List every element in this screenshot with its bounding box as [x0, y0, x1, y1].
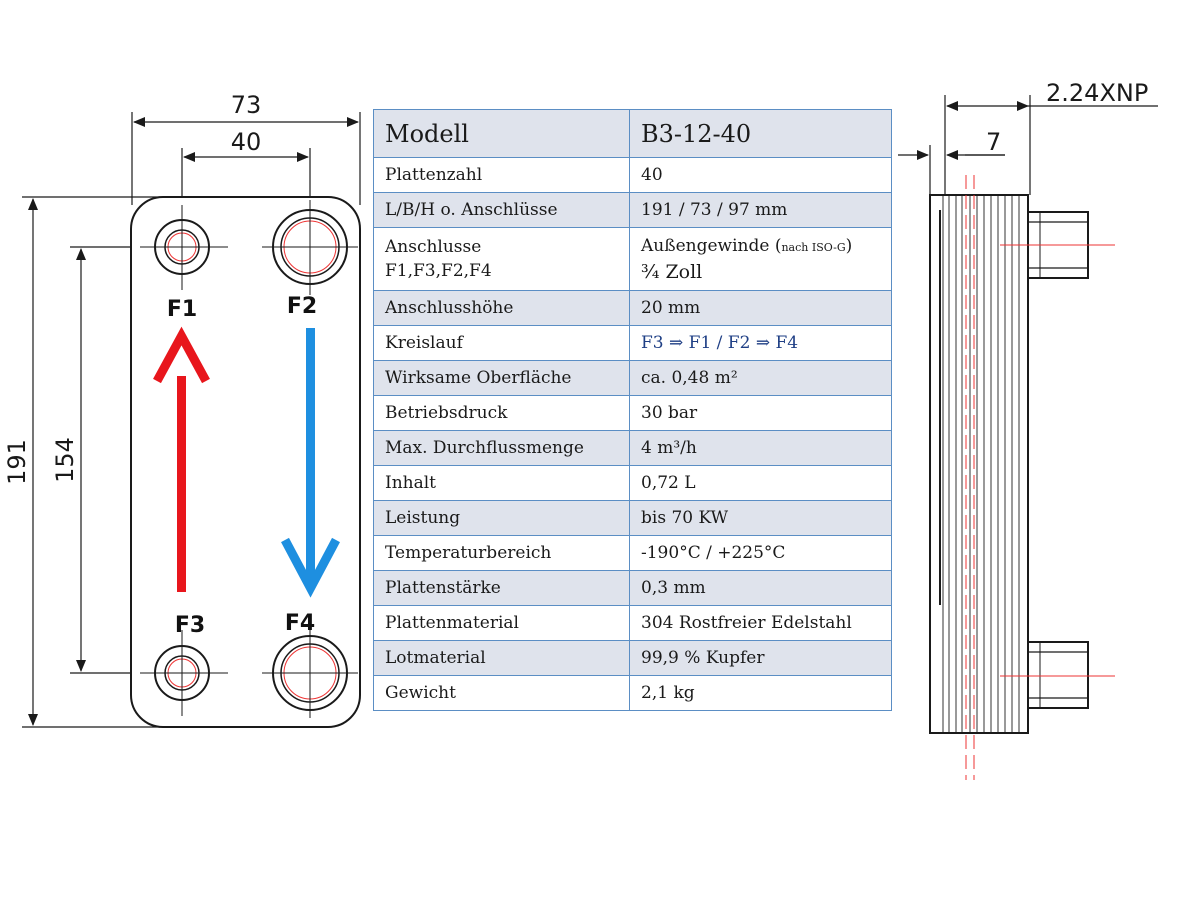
- spec-label: Plattenzahl: [373, 157, 630, 193]
- inflow-arrow: [153, 326, 210, 592]
- port-f4: [262, 628, 358, 718]
- spec-row: Plattenzahl 40: [373, 157, 892, 193]
- spec-value: 304 Rostfreier Edelstahl: [629, 605, 892, 641]
- plate-stack: [929, 175, 1029, 780]
- spec-row: Wirksame Oberfläche ca. 0,48 m²: [373, 360, 892, 396]
- plate-outline: [130, 196, 361, 728]
- spec-value: bis 70 KW: [629, 500, 892, 536]
- front-view-dimensions: [22, 112, 361, 728]
- spec-label: Gewicht: [373, 675, 630, 711]
- spec-row: Leistung bis 70 KW: [373, 500, 892, 536]
- spec-label: Anschlusshöhe: [373, 290, 630, 326]
- dim-height: 191: [3, 439, 31, 485]
- dim-port-spacing: 40: [231, 128, 262, 156]
- port-label-f2: F2: [287, 294, 317, 319]
- spec-label: Wirksame Oberfläche: [373, 360, 630, 396]
- spec-row: Betriebsdruck 30 bar: [373, 395, 892, 431]
- spec-value: 2,1 kg: [629, 675, 892, 711]
- spec-label: Temperaturbereich: [373, 535, 630, 571]
- side-view: 2.24XNP 7: [898, 79, 1158, 780]
- port-label-f4: F4: [285, 611, 315, 636]
- spec-label: Kreislauf: [373, 325, 630, 361]
- spec-value: 30 bar: [629, 395, 892, 431]
- spec-row: Inhalt 0,72 L: [373, 465, 892, 501]
- spec-value: B3-12-40: [629, 109, 892, 158]
- spec-value: 40: [629, 157, 892, 193]
- port-f3: [140, 630, 228, 716]
- spec-value-line1: Außengewinde: [641, 235, 770, 256]
- connector-top: [1000, 211, 1115, 279]
- spec-row: Gewicht 2,1 kg: [373, 675, 892, 711]
- spec-value: -190°C / +225°C: [629, 535, 892, 571]
- side-dim-thread: 2.24XNP: [1046, 79, 1148, 107]
- spec-value: 0,3 mm: [629, 570, 892, 606]
- spec-label: L/B/H o. Anschlüsse: [373, 192, 630, 228]
- spec-row-connections: Anschlusse F1,F3,F2,F4 Außengewinde (nac…: [373, 227, 892, 291]
- spec-value: 4 m³/h: [629, 430, 892, 466]
- spec-row: Max. Durchflussmenge 4 m³/h: [373, 430, 892, 466]
- dim-width: 73: [231, 91, 262, 119]
- spec-row: Anschlusshöhe 20 mm: [373, 290, 892, 326]
- spec-label: Lotmaterial: [373, 640, 630, 676]
- outflow-arrow: [281, 328, 340, 598]
- spec-label: Anschlusse F1,F3,F2,F4: [373, 227, 630, 291]
- spec-value-note: nach ISO-G: [781, 240, 846, 254]
- spec-label: Max. Durchflussmenge: [373, 430, 630, 466]
- dim-port-height: 154: [51, 437, 79, 483]
- spec-row-model: Modell B3-12-40: [373, 109, 892, 158]
- connector-bottom: [1000, 641, 1115, 709]
- spec-label-line2: F1,F3,F2,F4: [385, 261, 492, 281]
- spec-value: 20 mm: [629, 290, 892, 326]
- spec-label-line1: Anschlusse: [385, 237, 482, 257]
- spec-row: Plattenmaterial 304 Rostfreier Edelstahl: [373, 605, 892, 641]
- port-f2: [262, 200, 358, 295]
- port-f1: [140, 205, 228, 290]
- spec-label: Betriebsdruck: [373, 395, 630, 431]
- side-view-dimensions: [898, 95, 1158, 200]
- spec-row: Temperaturbereich -190°C / +225°C: [373, 535, 892, 571]
- spec-value: Außengewinde (nach ISO-G) ¾ Zoll: [629, 227, 892, 291]
- spec-label: Leistung: [373, 500, 630, 536]
- spec-label: Modell: [373, 109, 630, 158]
- front-view: 73 40 191 154: [3, 91, 361, 728]
- spec-row: Kreislauf F3 ⇒ F1 / F2 ⇒ F4: [373, 325, 892, 361]
- spec-row: L/B/H o. Anschlüsse 191 / 73 / 97 mm: [373, 192, 892, 228]
- spec-value: 99,9 % Kupfer: [629, 640, 892, 676]
- spec-table: Modell B3-12-40 Plattenzahl 40 L/B/H o. …: [373, 109, 892, 711]
- spec-value: 0,72 L: [629, 465, 892, 501]
- port-label-f3: F3: [175, 613, 205, 638]
- spec-value: ca. 0,48 m²: [629, 360, 892, 396]
- spec-row: Plattenstärke 0,3 mm: [373, 570, 892, 606]
- spec-value-circuit: F3 ⇒ F1 / F2 ⇒ F4: [629, 325, 892, 361]
- spec-value-line2: ¾ Zoll: [641, 260, 703, 283]
- spec-row: Lotmaterial 99,9 % Kupfer: [373, 640, 892, 676]
- spec-value: 191 / 73 / 97 mm: [629, 192, 892, 228]
- spec-label: Plattenmaterial: [373, 605, 630, 641]
- spec-label: Inhalt: [373, 465, 630, 501]
- side-dim-offset: 7: [986, 128, 1001, 156]
- spec-label: Plattenstärke: [373, 570, 630, 606]
- port-label-f1: F1: [167, 297, 197, 322]
